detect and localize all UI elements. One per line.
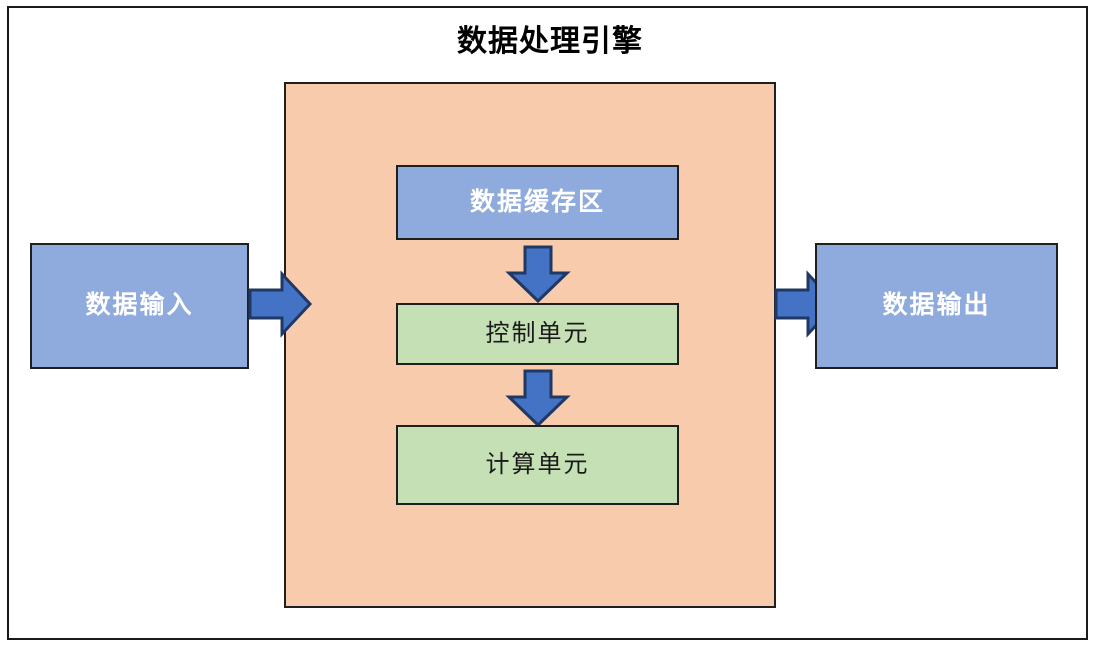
node-compute-unit[interactable]: 计算单元 xyxy=(396,425,679,505)
arrow-input-to-engine-icon xyxy=(248,270,313,338)
node-control-unit-label: 控制单元 xyxy=(485,319,590,347)
node-data-output[interactable]: 数据输出 xyxy=(815,243,1058,369)
arrow-cache-to-control-icon xyxy=(505,245,571,304)
node-data-input-label: 数据输入 xyxy=(85,291,194,320)
arrow-control-to-compute-icon xyxy=(505,369,571,428)
node-data-cache[interactable]: 数据缓存区 xyxy=(396,165,679,240)
node-data-output-label: 数据输出 xyxy=(882,291,991,320)
node-control-unit[interactable]: 控制单元 xyxy=(396,303,679,365)
page-title: 数据处理引擎 xyxy=(457,25,643,58)
node-compute-unit-label: 计算单元 xyxy=(485,450,590,478)
node-data-input[interactable]: 数据输入 xyxy=(30,243,249,369)
node-data-cache-label: 数据缓存区 xyxy=(469,187,605,216)
